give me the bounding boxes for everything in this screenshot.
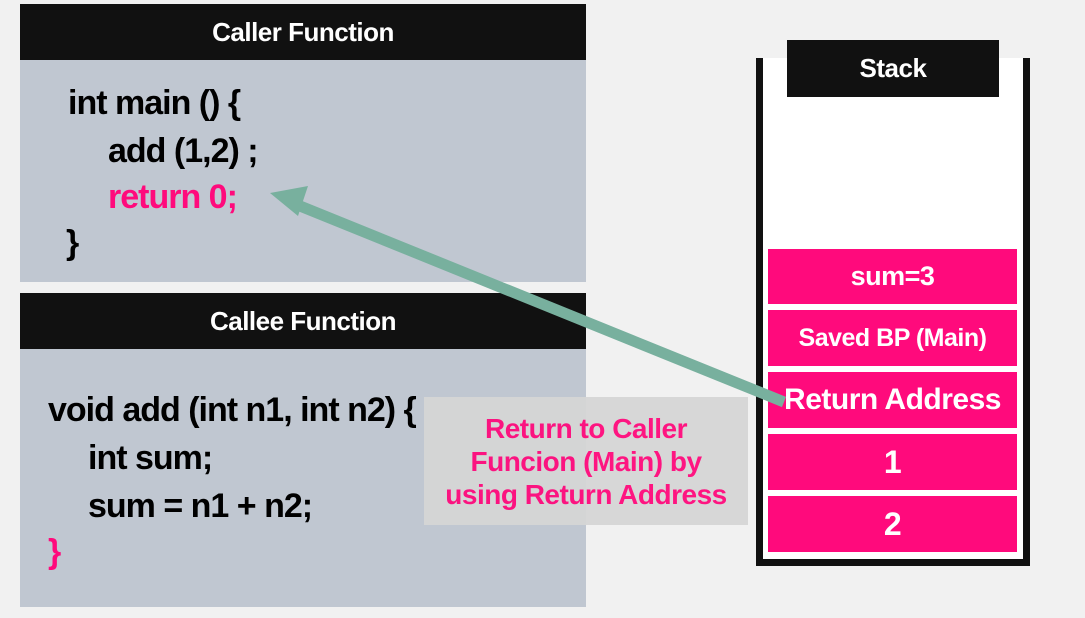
stack-cell-arg-2: 2 [768,496,1017,552]
return-arrow-head [270,186,308,216]
return-note-line-1: Return to Caller [484,412,688,444]
caller-code-line-3: return 0; [108,178,238,216]
callee-code-line-1: void add (int n1, int n2) { [48,391,417,429]
caller-code-line-2: add (1,2) ; [108,132,259,170]
stack-cell-return-address: Return Address [768,372,1017,428]
callee-code-line-3: sum = n1 + n2; [88,487,313,525]
caller-code-line-4: } [66,224,79,262]
stack-header: Stack [787,40,999,97]
return-note-box: Return to Caller Funcion (Main) by using… [424,397,748,525]
return-note-line-2: Funcion (Main) by [470,445,702,477]
caller-code-line-1: int main () { [68,84,241,122]
return-arrow [297,200,787,408]
return-note-line-3: using Return Address [445,478,727,510]
stack-cell-arg-1: 1 [768,434,1017,490]
callee-code-line-4: } [48,533,61,571]
stack-cell-saved-bp: Saved BP (Main) [768,310,1017,366]
callee-function-header: Callee Function [20,293,586,349]
callee-code-line-2: int sum; [88,439,213,477]
caller-function-header: Caller Function [20,4,586,60]
stack-cell-sum: sum=3 [768,249,1017,304]
